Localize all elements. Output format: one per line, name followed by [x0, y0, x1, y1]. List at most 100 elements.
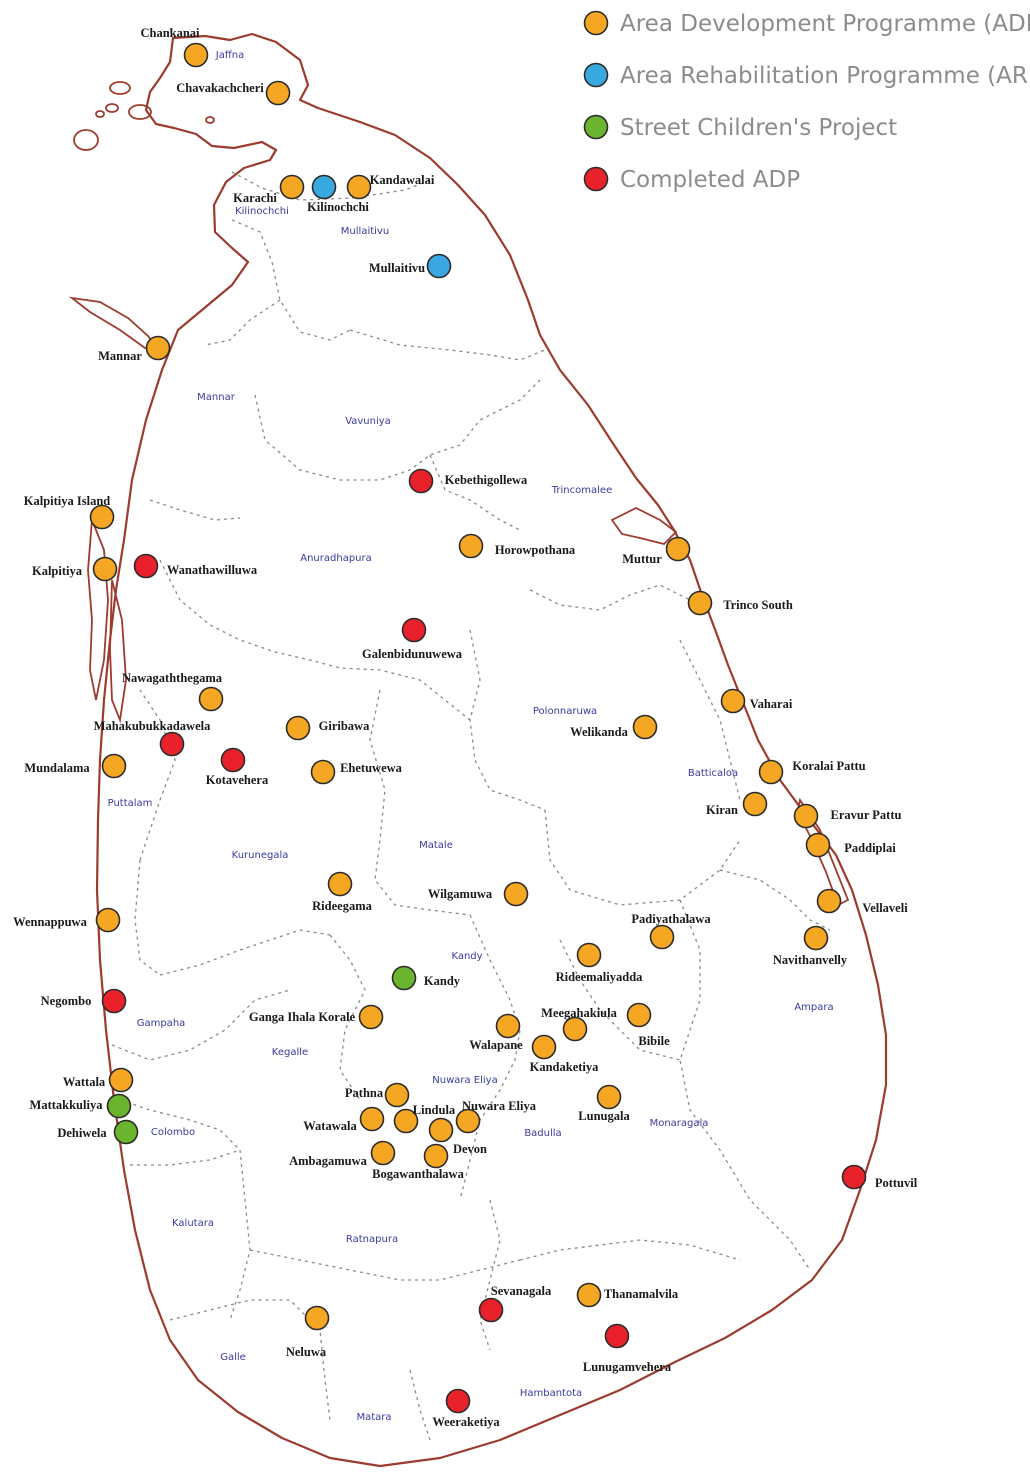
location-marker-completed[interactable]: [401, 617, 427, 643]
location-marker-adp[interactable]: [101, 753, 127, 779]
location-devon[interactable]: Devon: [428, 1117, 488, 1157]
location-marker-adp[interactable]: [423, 1143, 449, 1169]
location-kilinochchi[interactable]: Kilinochchi: [307, 174, 369, 215]
location-weeraketiya[interactable]: Weeraketiya: [432, 1388, 500, 1430]
location-kebethigollewa[interactable]: Kebethigollewa: [408, 468, 529, 494]
location-ambagamuwa[interactable]: Ambagamuwa: [289, 1140, 396, 1169]
location-sevanagala[interactable]: Sevanagala: [478, 1284, 552, 1323]
location-marker-adp[interactable]: [576, 1282, 602, 1308]
location-marker-adp[interactable]: [455, 1108, 481, 1134]
location-chankanai[interactable]: Chankanai: [140, 26, 209, 68]
location-marker-adp[interactable]: [327, 871, 353, 897]
location-marker-street[interactable]: [391, 965, 417, 991]
location-marker-adp[interactable]: [285, 715, 311, 741]
location-rideegama[interactable]: Rideegama: [312, 871, 373, 914]
location-marker-arp[interactable]: [311, 174, 337, 200]
location-marker-adp[interactable]: [632, 714, 658, 740]
location-marker-completed[interactable]: [101, 988, 127, 1014]
location-marker-adp[interactable]: [803, 925, 829, 951]
location-marker-adp[interactable]: [279, 174, 305, 200]
location-watawala[interactable]: Watawala: [303, 1106, 385, 1134]
location-marker-completed[interactable]: [604, 1323, 630, 1349]
location-rideemaliyadda[interactable]: Rideemaliyadda: [556, 942, 644, 985]
location-marker-arp[interactable]: [426, 253, 452, 279]
location-giribawa[interactable]: Giribawa: [285, 715, 371, 741]
location-marker-completed[interactable]: [159, 731, 185, 757]
location-marker-adp[interactable]: [108, 1067, 134, 1093]
location-marker-adp[interactable]: [758, 759, 784, 785]
location-marker-street[interactable]: [106, 1093, 132, 1119]
location-ehetuwewa[interactable]: Ehetuwewa: [310, 759, 403, 785]
location-marker-adp[interactable]: [304, 1305, 330, 1331]
location-koralai-pattu[interactable]: Koralai Pattu: [758, 759, 866, 785]
location-marker-adp[interactable]: [265, 80, 291, 106]
location-meegahakiula[interactable]: Meegahakiula: [541, 1006, 618, 1042]
location-lindula[interactable]: Lindula: [393, 1103, 456, 1134]
location-marker-completed[interactable]: [408, 468, 434, 494]
location-bibile[interactable]: Bibile: [626, 1002, 671, 1049]
location-marker-adp[interactable]: [720, 688, 746, 714]
location-marker-adp[interactable]: [198, 686, 224, 712]
location-marker-adp[interactable]: [183, 42, 209, 68]
location-kotavehera[interactable]: Kotavehera: [206, 747, 269, 788]
location-wilgamuwa[interactable]: Wilgamuwa: [428, 881, 529, 907]
location-vellaveli[interactable]: Vellaveli: [816, 888, 909, 916]
location-marker-completed[interactable]: [133, 553, 159, 579]
location-marker-adp[interactable]: [793, 803, 819, 829]
location-marker-adp[interactable]: [89, 504, 115, 530]
location-mundalama[interactable]: Mundalama: [24, 753, 127, 779]
location-vaharai[interactable]: Vaharai: [720, 688, 793, 714]
location-walapane[interactable]: Walapane: [469, 1013, 523, 1053]
location-marker-adp[interactable]: [649, 924, 675, 950]
location-nuwara-eliya[interactable]: Nuwara Eliya: [455, 1099, 537, 1134]
location-trinco-south[interactable]: Trinco South: [687, 590, 793, 616]
location-kalpitiya[interactable]: Kalpitiya: [32, 556, 118, 582]
location-marker-adp[interactable]: [393, 1108, 419, 1134]
location-kandaketiya[interactable]: Kandaketiya: [530, 1034, 600, 1075]
location-muttur[interactable]: Muttur: [622, 536, 691, 567]
location-marker-adp[interactable]: [359, 1106, 385, 1132]
location-marker-adp[interactable]: [92, 556, 118, 582]
location-mannar[interactable]: Mannar: [98, 335, 171, 364]
location-marker-adp[interactable]: [665, 536, 691, 562]
location-navithanvelly[interactable]: Navithanvelly: [773, 925, 848, 968]
location-pathna[interactable]: Pathna: [345, 1082, 410, 1108]
location-marker-adp[interactable]: [95, 907, 121, 933]
location-marker-adp[interactable]: [458, 533, 484, 559]
location-marker-adp[interactable]: [626, 1002, 652, 1028]
location-marker-adp[interactable]: [358, 1004, 384, 1030]
location-marker-street[interactable]: [113, 1119, 139, 1145]
location-marker-adp[interactable]: [310, 759, 336, 785]
location-pottuvil[interactable]: Pottuvil: [841, 1164, 918, 1191]
location-marker-adp[interactable]: [805, 832, 831, 858]
location-marker-completed[interactable]: [478, 1297, 504, 1323]
location-wennappuwa[interactable]: Wennappuwa: [13, 907, 121, 933]
location-mattakkuliya[interactable]: Mattakkuliya: [30, 1093, 132, 1119]
location-dehiwela[interactable]: Dehiwela: [57, 1119, 139, 1145]
location-wanathawilluwa[interactable]: Wanathawilluwa: [133, 553, 258, 579]
location-kandawalai[interactable]: Kandawalai: [346, 173, 435, 200]
location-padiyathalawa[interactable]: Padiyathalawa: [631, 912, 711, 950]
location-ganga-ihala-korale[interactable]: Ganga Ihala Korale: [249, 1004, 384, 1030]
location-marker-adp[interactable]: [370, 1140, 396, 1166]
location-marker-completed[interactable]: [841, 1164, 867, 1190]
location-mullaitivu[interactable]: Mullaitivu: [369, 253, 452, 279]
location-marker-adp[interactable]: [562, 1016, 588, 1042]
location-kiran[interactable]: Kiran: [706, 791, 768, 818]
location-eravur-pattu[interactable]: Eravur Pattu: [793, 803, 902, 829]
location-lunugamvehera[interactable]: Lunugamvehera: [583, 1323, 672, 1375]
location-thanamalvila[interactable]: Thanamalvila: [576, 1282, 679, 1308]
location-neluwa[interactable]: Neluwa: [286, 1305, 330, 1360]
location-lunugala[interactable]: Lunugala: [578, 1084, 630, 1124]
location-marker-adp[interactable]: [816, 888, 842, 914]
location-nawagaththegama[interactable]: Nawagaththegama: [122, 671, 224, 712]
location-paddiplai[interactable]: Paddiplai: [805, 832, 897, 858]
location-marker-completed[interactable]: [220, 747, 246, 773]
location-wattala[interactable]: Wattala: [63, 1067, 134, 1093]
location-welikanda[interactable]: Welikanda: [570, 714, 658, 740]
location-marker-adp[interactable]: [428, 1117, 454, 1143]
location-chavakachcheri[interactable]: Chavakachcheri: [176, 80, 291, 106]
location-marker-adp[interactable]: [384, 1082, 410, 1108]
location-bogawanthalawa[interactable]: Bogawanthalawa: [372, 1143, 465, 1182]
location-negombo[interactable]: Negombo: [41, 988, 127, 1014]
